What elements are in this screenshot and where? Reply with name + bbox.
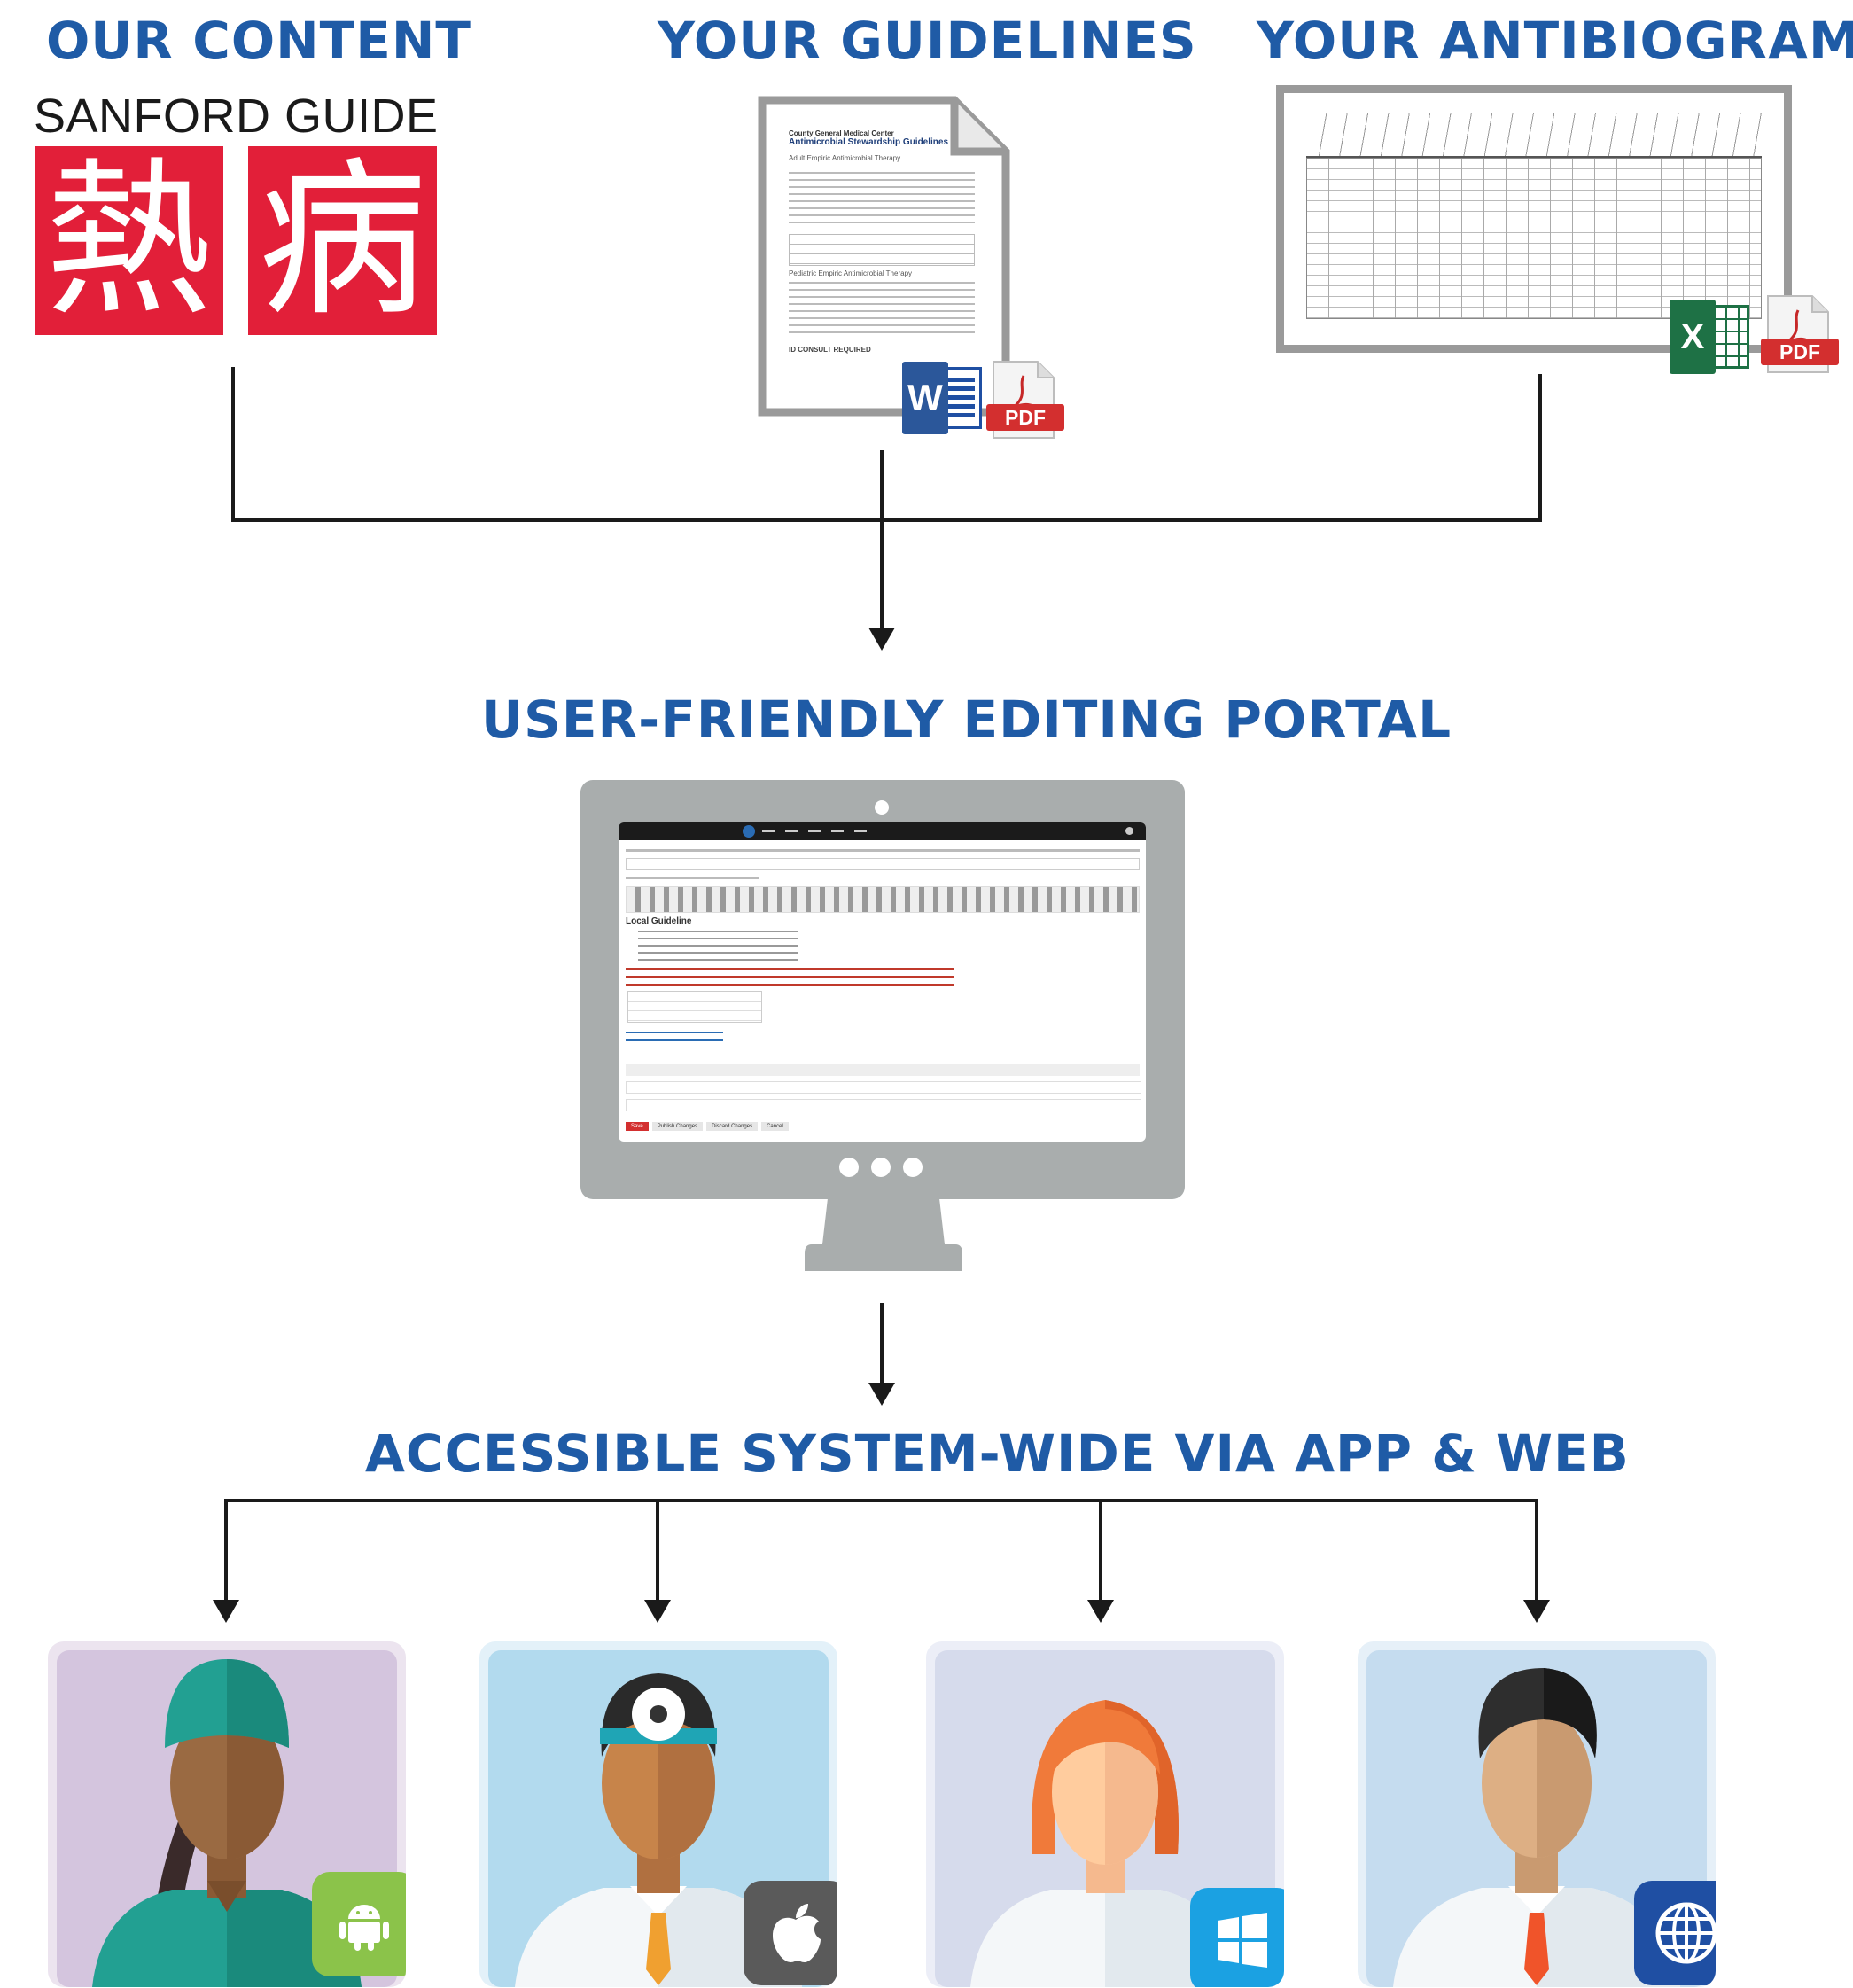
branch-horizontal	[224, 1499, 1538, 1502]
kanji-fever: 熱	[35, 146, 223, 335]
connector-top-horizontal	[231, 518, 1542, 522]
word-file-icon: W	[902, 362, 984, 434]
doc-org: County General Medical Center	[789, 129, 894, 137]
portal-toolbar	[626, 886, 1140, 913]
doc-table	[789, 234, 975, 266]
pdf-file-icon: PDF	[986, 360, 1066, 440]
portal-list	[638, 931, 798, 963]
portal-publish-button[interactable]: Publish Changes	[651, 1122, 704, 1131]
doc-section-1: Adult Empiric Antimicrobial Therapy	[789, 154, 901, 162]
web-globe-icon	[1634, 1881, 1716, 1985]
heading-accessible: ACCESSIBLE SYSTEM-WIDE VIA APP & WEB	[365, 1423, 1630, 1484]
physician-avatar	[1393, 1668, 1680, 1987]
user-tile-surgeon	[48, 1641, 406, 1987]
heading-your-antibiograms: YOUR ANTIBIOGRAMS	[1257, 11, 1853, 71]
monitor-stand	[805, 1198, 962, 1271]
user-tile-doctor	[479, 1641, 837, 1987]
surgeon-avatar	[92, 1659, 362, 1987]
user-tile-nurse	[926, 1641, 1284, 1987]
branch-arrow-1	[213, 1600, 239, 1623]
antibiogram-grid	[1306, 158, 1762, 319]
portal-logo-icon	[743, 825, 755, 838]
portal-discard-button[interactable]: Discard Changes	[706, 1122, 759, 1131]
monitor-camera	[875, 800, 889, 815]
kanji-disease: 病	[248, 146, 437, 335]
monitor-dot-1	[839, 1158, 859, 1177]
doc-section-2: Pediatric Empiric Antimicrobial Therapy	[789, 269, 913, 277]
heading-your-guidelines: YOUR GUIDELINES	[658, 11, 1197, 71]
portal-screen: Local Guideline Save Publish Changes Dis…	[619, 822, 1146, 1142]
pdf-file-icon-2: PDF	[1761, 294, 1841, 374]
android-icon	[312, 1872, 406, 1976]
monitor-dot-2	[871, 1158, 891, 1177]
windows-icon	[1190, 1888, 1284, 1987]
portal-topbar	[619, 822, 1146, 840]
portal-user-icon	[1125, 827, 1133, 835]
connector-right-vertical	[1538, 374, 1542, 522]
document-text-area: County General Medical Center Antimicrob…	[789, 129, 979, 354]
doc-para-1	[789, 172, 975, 227]
doc-footer: ID CONSULT REQUIRED	[789, 346, 871, 354]
monitor-dot-3	[903, 1158, 923, 1177]
antibiogram-header	[1306, 113, 1762, 158]
branch-1	[224, 1499, 228, 1614]
portal-table	[627, 991, 762, 1023]
portal-cancel-button[interactable]: Cancel	[761, 1122, 789, 1131]
portal-paragraph	[626, 968, 954, 986]
portal-button-row: Save Publish Changes Discard Changes Can…	[626, 1122, 789, 1131]
portal-section-title: Local Guideline	[626, 916, 692, 926]
arrow-down-to-accessible	[868, 1383, 895, 1406]
user-tile-physician	[1358, 1641, 1716, 1987]
portal-save-button[interactable]: Save	[626, 1122, 649, 1131]
sanford-guide-wordmark: SANFORD GUIDE	[34, 90, 439, 143]
excel-file-icon: X	[1670, 300, 1751, 374]
apple-icon	[744, 1881, 837, 1985]
portal-links	[626, 1032, 723, 1044]
heading-editing-portal: USER-FRIENDLY EDITING PORTAL	[481, 690, 1452, 750]
branch-2	[656, 1499, 659, 1614]
connector-left-vertical	[231, 367, 235, 522]
branch-arrow-2	[644, 1600, 671, 1623]
doc-title: Antimicrobial Stewardship Guidelines	[789, 137, 949, 147]
branch-4	[1535, 1499, 1538, 1614]
portal-title-field	[626, 858, 1140, 870]
heading-our-content: OUR CONTENT	[46, 11, 471, 71]
branch-arrow-3	[1087, 1600, 1114, 1623]
branch-arrow-4	[1523, 1600, 1550, 1623]
arrow-down-to-portal	[868, 628, 895, 651]
connector-portal-down	[880, 1303, 884, 1392]
nurse-avatar	[970, 1700, 1240, 1987]
doc-para-2	[789, 282, 975, 337]
branch-3	[1099, 1499, 1102, 1614]
connector-center-vertical	[880, 450, 884, 629]
